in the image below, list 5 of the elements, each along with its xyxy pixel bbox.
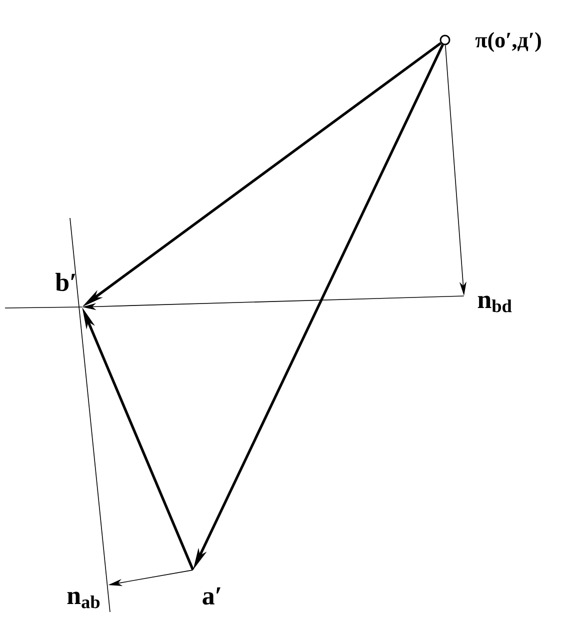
point-label: n$_{bd}$ bbox=[478, 296, 512, 312]
point-label: a′ bbox=[202, 587, 220, 605]
point-label: n$_{ab}$ bbox=[67, 592, 100, 608]
point-label: b′ bbox=[55, 272, 76, 292]
point-label: π(o′,д′) bbox=[475, 32, 541, 52]
